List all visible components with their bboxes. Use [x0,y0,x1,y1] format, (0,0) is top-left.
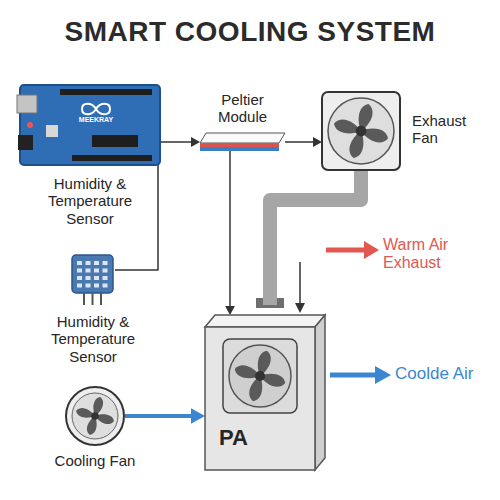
exhaust-fan-shape [322,92,400,170]
arrow-head [225,306,235,315]
arrow-head [313,137,322,147]
warm-air-arrow [326,248,365,253]
air-down-arrow [299,262,301,304]
connector [229,151,231,308]
arduino-board: Humidity & Temperature Sensor [20,85,160,165]
arrow-head [191,137,200,147]
peltier-module: Peltier Module [200,133,285,151]
air-down-arrowhead [295,303,305,313]
exhaust-fan: Exhaust Fan [322,92,400,170]
node-label: Cooling Fan [40,452,150,469]
node-label: Humidity & Temperature Sensor [25,175,155,227]
arrow-head [191,408,205,423]
airflow-label: Warm Air Exhaust [383,236,493,273]
cool-air-arrow [330,373,376,378]
node-label: PA [219,425,269,450]
airflow-label: Coolde Air [395,364,495,384]
arduino-board-shape [20,85,160,165]
node-label: Humidity & Temperature Sensor [32,313,154,365]
warm-air-arrowhead [364,241,379,259]
dht-sensor: Humidity & Temperature Sensor [70,255,115,305]
connector [125,414,194,418]
connector [285,141,315,143]
node-label: Peltier Module [200,91,285,126]
air-duct [270,170,361,305]
peltier-module-shape [200,133,285,151]
connector [160,141,193,143]
node-label: Exhaust Fan [412,112,484,147]
pa-enclosure: PA [205,315,325,470]
cooling-fan: Cooling Fan [65,386,125,446]
cooling-fan-shape [65,386,125,446]
cool-air-arrowhead [375,366,391,384]
board-brand: MEEKRAY [66,116,126,124]
diagram-title: SMART COOLING SYSTEM [0,16,500,48]
dht-sensor-shape [70,255,115,305]
